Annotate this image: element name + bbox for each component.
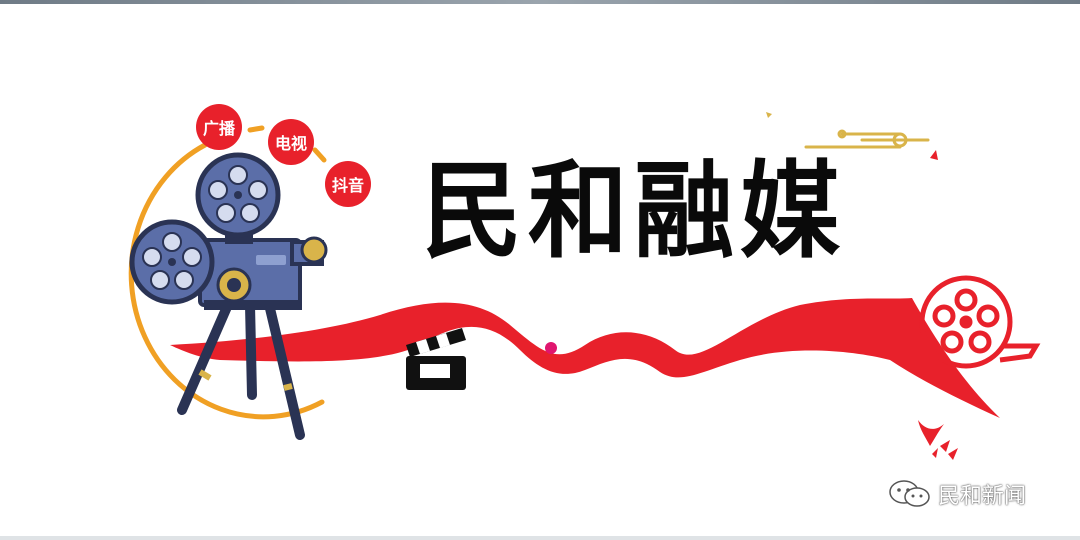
wechat-icon <box>889 480 930 507</box>
watermark: 民和新闻 <box>888 478 1026 510</box>
red-ribbon-icon <box>170 298 1000 418</box>
orange-dash <box>247 125 265 133</box>
birds-icon <box>918 150 958 460</box>
orange-dash-2 <box>312 147 327 163</box>
watermark-text: 民和新闻 <box>938 484 1027 509</box>
top-border <box>0 0 1080 4</box>
magenta-dot <box>545 342 557 354</box>
tripod-icon <box>177 295 305 440</box>
page-title: 民和融媒 <box>422 150 846 273</box>
small-bird-icon <box>766 112 772 118</box>
film-reel-icon <box>919 275 1041 369</box>
badge-douyin: 抖音 <box>325 161 371 207</box>
film-projector-icon <box>129 152 328 310</box>
cloud-decoration-icon <box>804 129 930 149</box>
badge-broadcast: 广播 <box>196 104 242 150</box>
badge-tv: 电视 <box>268 119 314 165</box>
bottom-border <box>0 536 1080 540</box>
orange-arc <box>128 142 325 420</box>
clapperboard-icon <box>406 328 466 390</box>
